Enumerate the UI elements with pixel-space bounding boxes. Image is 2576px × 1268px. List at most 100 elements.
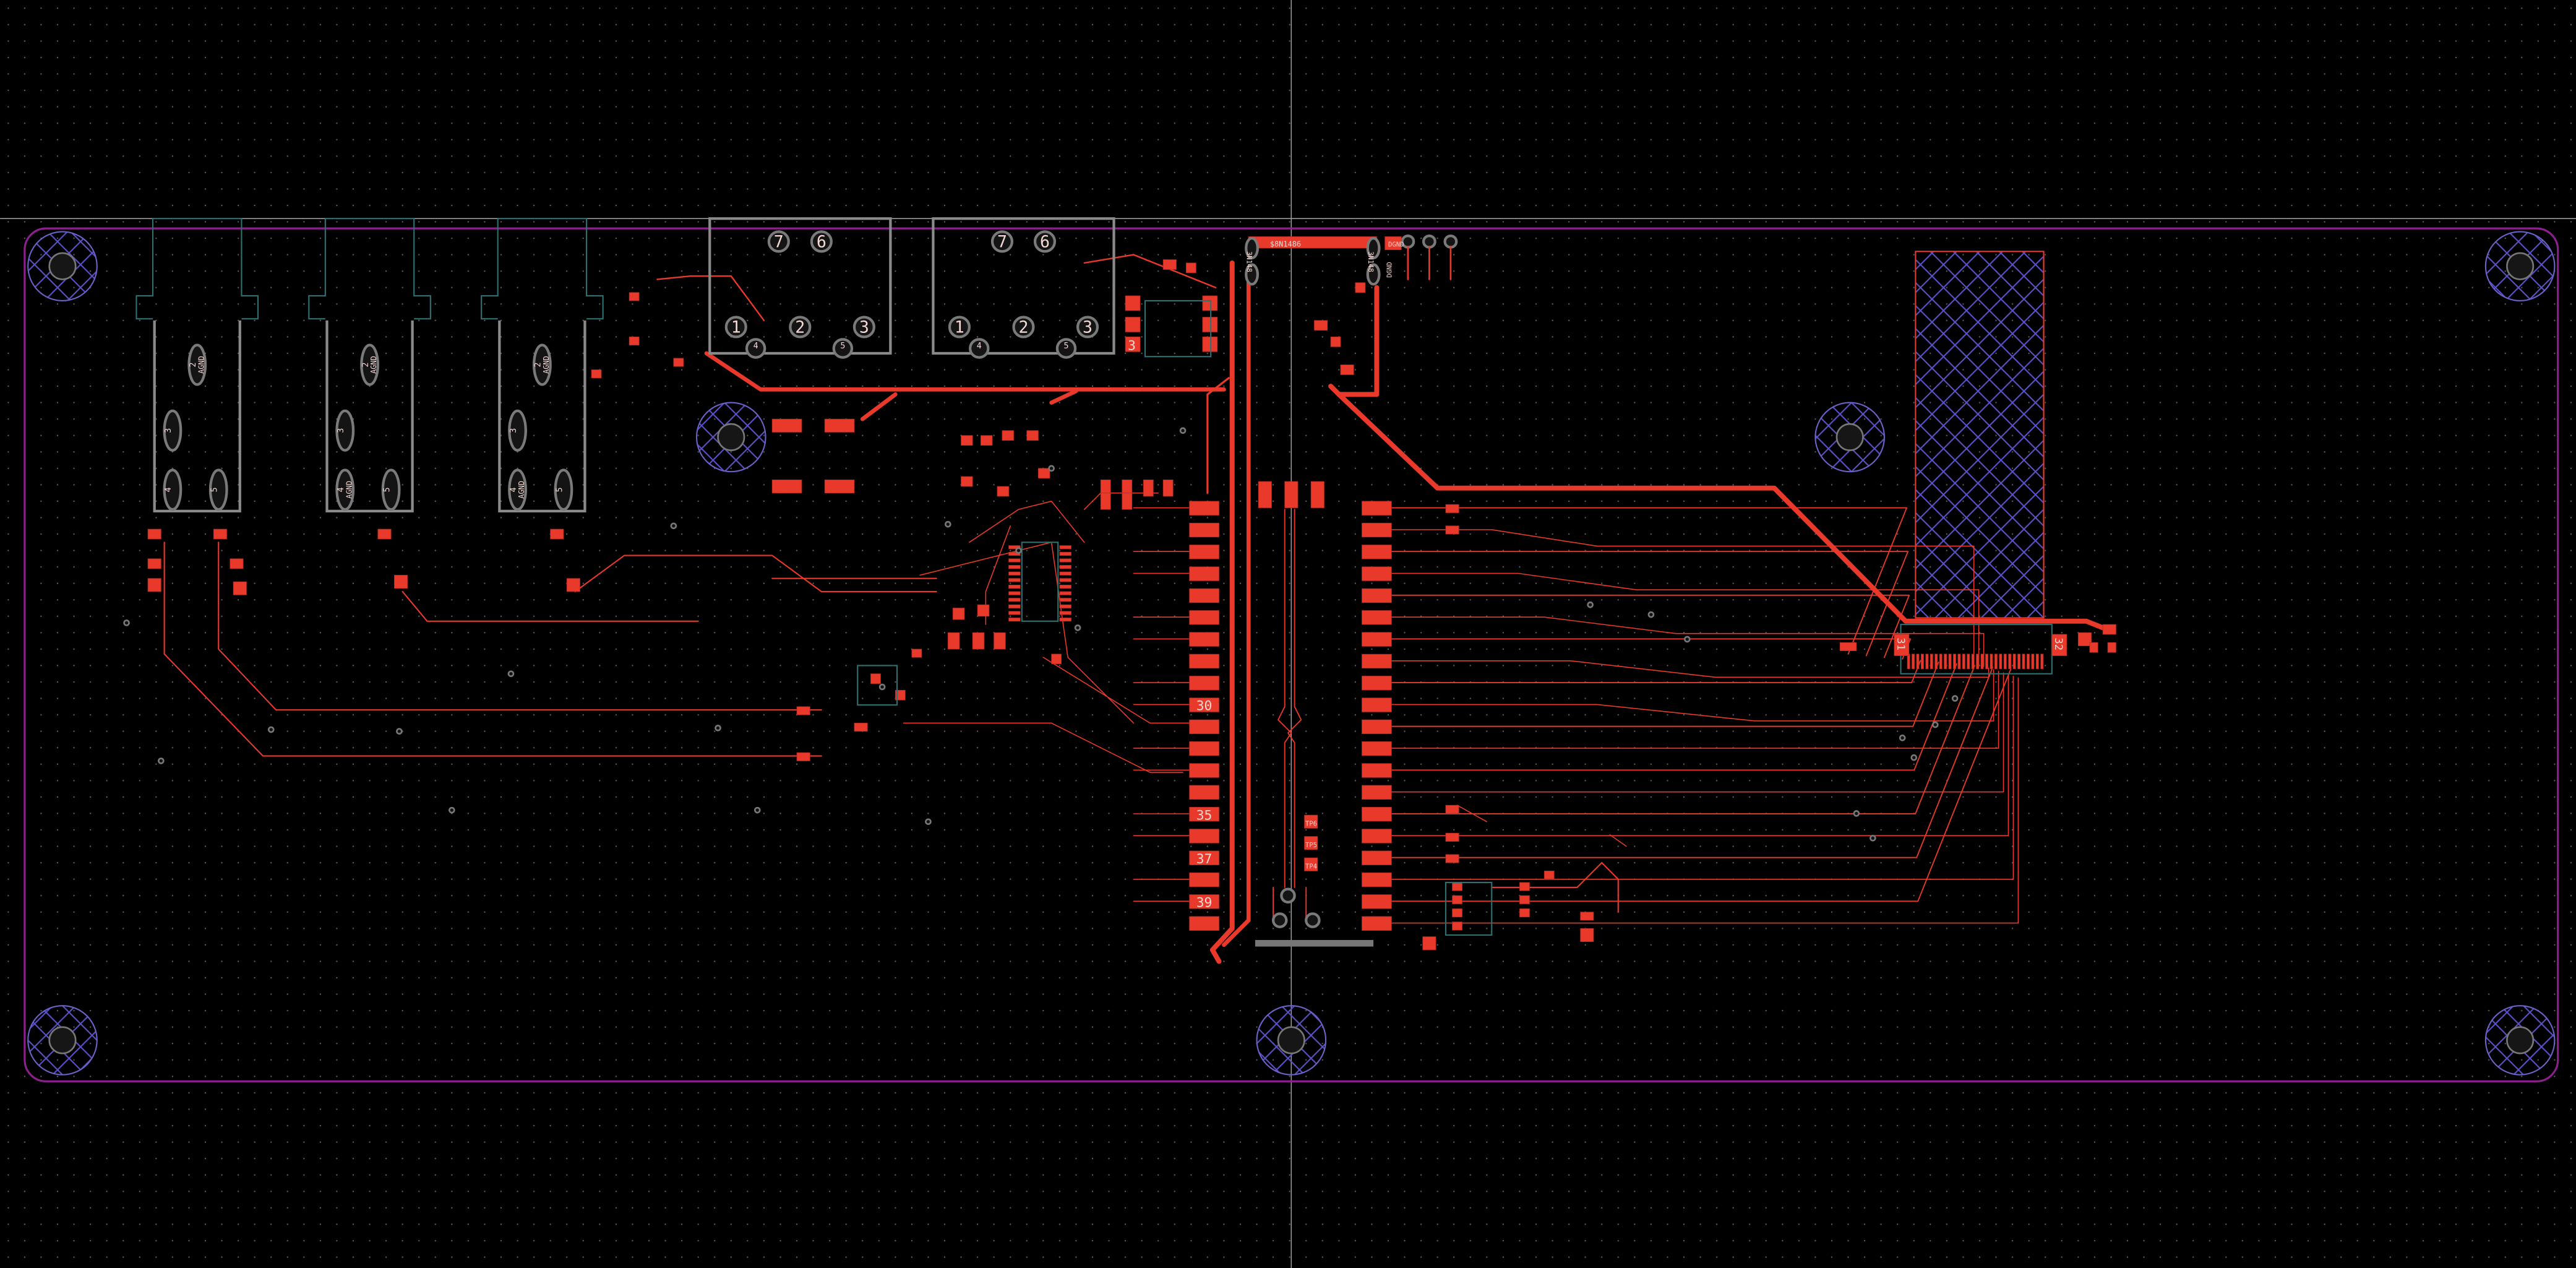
rj-pad[interactable]	[745, 338, 766, 359]
smd-pad[interactable]	[1008, 618, 1021, 622]
smd-pad[interactable]	[1008, 604, 1021, 608]
smd-pad[interactable]	[1452, 921, 1462, 931]
header-pad-left[interactable]	[1189, 741, 1219, 756]
smd-pad[interactable]	[1162, 259, 1177, 270]
jack-pad[interactable]	[554, 468, 573, 511]
header-pad-right[interactable]	[1362, 632, 1392, 647]
smd-pad[interactable]	[1008, 584, 1021, 589]
smd-pad[interactable]	[1939, 653, 1943, 670]
smd-pad[interactable]	[1930, 653, 1933, 670]
header-pad-left[interactable]	[1189, 676, 1219, 691]
smd-pad[interactable]	[824, 418, 855, 433]
smd-pad[interactable]	[147, 578, 161, 592]
header-pad-right[interactable]	[1362, 566, 1392, 581]
smd-pad[interactable]	[1990, 653, 1993, 670]
smd-pad[interactable]	[2035, 653, 2039, 670]
smd-pad[interactable]	[1976, 653, 1980, 670]
smd-pad[interactable]	[591, 369, 602, 379]
jack-pad[interactable]	[532, 343, 552, 386]
smd-pad[interactable]	[824, 480, 855, 494]
smd-pad[interactable]	[1445, 504, 1459, 513]
smd-pad[interactable]	[1051, 653, 1062, 665]
smd-pad[interactable]	[1284, 481, 1299, 508]
smd-pad[interactable]	[1543, 871, 1555, 880]
header-pad-right[interactable]	[1362, 741, 1392, 756]
connector-pad-31[interactable]	[1894, 634, 1910, 656]
smd-pad[interactable]	[1355, 282, 1366, 293]
smd-pad[interactable]	[1971, 653, 1975, 670]
smd-pad[interactable]	[961, 476, 973, 487]
header-pad-right[interactable]	[1362, 545, 1392, 559]
header-pad-right[interactable]	[1362, 850, 1392, 865]
smd-pad[interactable]	[1452, 908, 1462, 918]
header-pad-right[interactable]	[1362, 916, 1392, 931]
smd-pad[interactable]	[2003, 653, 2007, 670]
rj-pad[interactable]	[1033, 230, 1057, 253]
test-point-tp6[interactable]	[1304, 814, 1318, 829]
smd-pad[interactable]	[854, 723, 868, 732]
header-pad-right[interactable]	[1362, 806, 1392, 822]
jack-pad[interactable]	[208, 468, 228, 511]
smd-pad[interactable]	[1008, 551, 1021, 556]
header-pad-left[interactable]	[1189, 806, 1219, 822]
smd-pad[interactable]	[1944, 653, 1947, 670]
smd-pad[interactable]	[1385, 236, 1402, 251]
smd-pad[interactable]	[1059, 598, 1071, 602]
header-pad-right[interactable]	[1362, 676, 1392, 691]
smd-pad[interactable]	[1162, 480, 1174, 497]
header-pad-left[interactable]	[1189, 566, 1219, 581]
rj-pad[interactable]	[832, 338, 854, 359]
smd-pad[interactable]	[1953, 653, 1956, 670]
rj-pad[interactable]	[1012, 316, 1035, 339]
smd-pad[interactable]	[550, 528, 564, 540]
smd-pad[interactable]	[230, 558, 244, 569]
smd-pad[interactable]	[1008, 591, 1021, 595]
smd-pad[interactable]	[213, 528, 227, 540]
smd-pad[interactable]	[796, 752, 810, 761]
header-pad-right[interactable]	[1362, 719, 1392, 735]
smd-pad[interactable]	[2031, 653, 2035, 670]
rj-pad[interactable]	[969, 338, 990, 359]
jack-pad[interactable]	[508, 468, 527, 511]
smd-pad[interactable]	[1008, 611, 1021, 615]
smd-pad[interactable]	[1059, 618, 1071, 622]
smd-pad[interactable]	[1580, 912, 1594, 921]
rj-pad[interactable]	[724, 316, 747, 339]
smd-pad[interactable]	[1314, 320, 1328, 331]
pad-oval[interactable]	[1245, 236, 1259, 260]
smd-pad[interactable]	[1059, 551, 1071, 556]
rj-pad[interactable]	[990, 230, 1013, 253]
smd-pad[interactable]	[1125, 295, 1141, 311]
header-pad-left[interactable]	[1189, 719, 1219, 735]
smd-pad[interactable]	[1519, 908, 1530, 918]
header-pad-left[interactable]	[1189, 829, 1219, 843]
smd-pad[interactable]	[1002, 430, 1014, 441]
header-pad-right[interactable]	[1362, 697, 1392, 712]
header-pad-left[interactable]	[1189, 610, 1219, 625]
header-pad-left[interactable]	[1189, 872, 1219, 887]
smd-pad[interactable]	[1059, 578, 1071, 582]
smd-pad[interactable]	[566, 578, 580, 592]
header-pad-right[interactable]	[1362, 894, 1392, 909]
smd-pad[interactable]	[1258, 481, 1272, 508]
smd-pad[interactable]	[2077, 632, 2092, 647]
jack-pad[interactable]	[163, 468, 182, 511]
smd-pad[interactable]	[629, 292, 640, 301]
header-pad-right[interactable]	[1362, 829, 1392, 843]
smd-pad[interactable]	[1452, 895, 1462, 904]
smd-pad[interactable]	[1059, 591, 1071, 595]
header-pad-right[interactable]	[1362, 501, 1392, 515]
header-pad-right[interactable]	[1362, 872, 1392, 887]
jack-pad[interactable]	[508, 409, 527, 452]
smd-pad[interactable]	[1008, 565, 1021, 569]
smd-pad[interactable]	[1999, 653, 2003, 670]
rj-pad[interactable]	[1076, 316, 1099, 339]
smd-pad[interactable]	[1059, 571, 1071, 576]
header-pad-left[interactable]	[1189, 850, 1219, 865]
smd-pad[interactable]	[147, 558, 161, 569]
smd-pad[interactable]	[997, 486, 1009, 497]
smd-pad[interactable]	[1912, 653, 1915, 670]
smd-pad[interactable]	[2089, 642, 2098, 653]
smd-pad[interactable]	[895, 689, 906, 701]
smd-pad[interactable]	[1185, 262, 1196, 274]
